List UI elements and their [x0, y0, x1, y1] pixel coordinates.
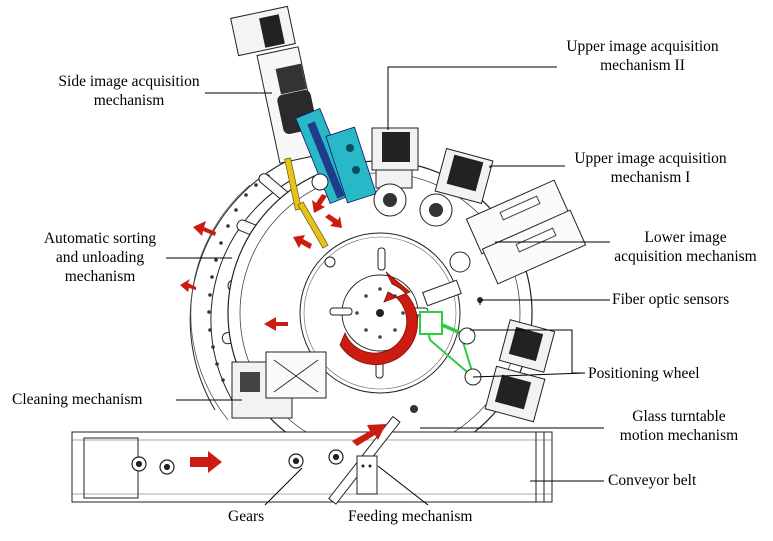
label-conveyor-belt: Conveyor belt [608, 472, 697, 489]
sorter-arm [284, 157, 329, 249]
side-image-mechanism [230, 5, 377, 205]
label-cleaning-mechanism: Cleaning mechanism [12, 391, 143, 408]
cleaning-mechanism-assembly [231, 351, 327, 419]
feeding-mechanism [328, 415, 401, 505]
positioning-wheel [419, 311, 556, 423]
rotation-arrow [339, 271, 418, 366]
conveyor-belt [71, 431, 553, 503]
upper-image-mechanism-1 [419, 147, 494, 227]
label-positioning-wheel: Positioning wheel [588, 365, 700, 382]
label-auto-sorting-mechanism: Automatic sorting and unloading mechanis… [43, 230, 157, 285]
label-side-image-mechanism: Side image acquisition mechanism [58, 73, 200, 109]
label-glass-turntable-mechanism: Glass turntable motion mechanism [619, 408, 739, 444]
label-feeding-mechanism: Feeding mechanism [348, 508, 473, 525]
label-lower-image-mechanism: Lower image acquisition mechanism [614, 229, 757, 265]
dial-rim-holes [207, 174, 270, 382]
lower-image-mechanism [449, 179, 587, 285]
label-upper-image-mechanism-1: Upper image acquisition mechanism I [574, 150, 727, 186]
gears [131, 449, 344, 475]
label-upper-image-mechanism-2: Upper image acquisition mechanism II [566, 38, 719, 74]
leader-lines [166, 66, 610, 506]
outer-sorting-dial [189, 161, 296, 421]
direction-arrows [180, 194, 386, 473]
label-gears: Gears [228, 508, 265, 525]
label-fiber-optic-sensors: Fiber optic sensors [612, 291, 730, 308]
upper-image-mechanism-2 [371, 127, 419, 217]
